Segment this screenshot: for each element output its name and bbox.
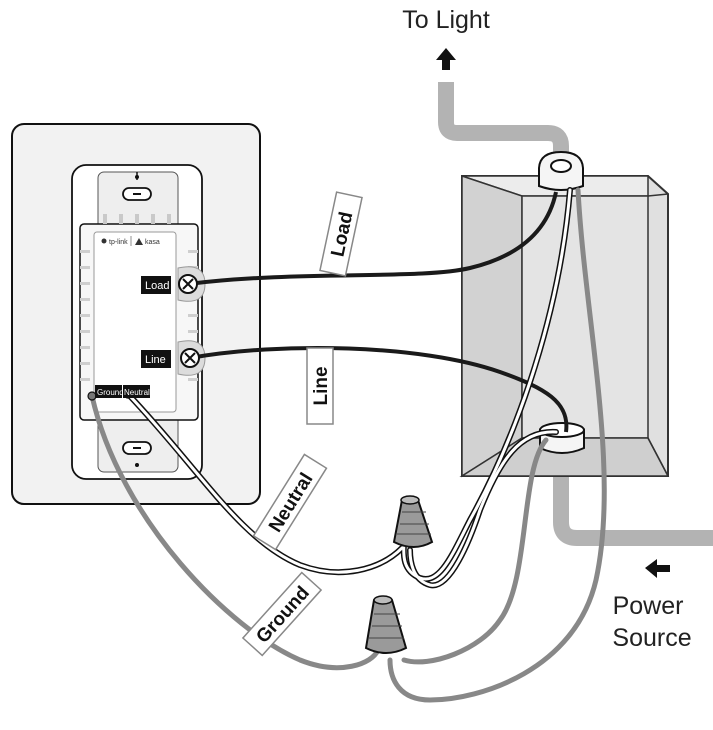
svg-text:Neutral: Neutral [124,388,150,397]
cable-to-light [438,82,569,165]
arrow-left-icon [645,559,670,578]
wire-load [187,191,558,286]
arrow-up-icon [436,48,456,70]
module-top-ridges [103,214,171,224]
tplink-logo-icon [101,238,107,244]
kasa-logo-icon [135,238,143,245]
wire-tag-neutral: Neutral [252,453,328,551]
cable-clamp-top [538,150,584,191]
label-source: Source [612,624,691,652]
brand-tplink: tp-link [109,239,128,246]
terminal-label-line: Line [141,350,171,368]
terminal-screw-icon [178,274,198,294]
wire-tag-load: Load [319,191,363,277]
terminal-screw-icon [180,348,200,368]
mount-slot-top [122,172,152,201]
wire-nut-icon [392,495,434,548]
terminal-label-load: Load [141,276,171,294]
switch-wall-plate: tp-link kasa [11,123,261,505]
brand-kasa: kasa [145,239,160,246]
wire-nut-icon [364,595,408,654]
svg-text:Ground: Ground [97,388,124,397]
svg-text:Line: Line [311,366,332,405]
wire-line [189,345,569,433]
svg-text:Load: Load [145,280,169,292]
mount-slot-bottom [122,441,152,467]
wire-tag-ground: Ground [241,571,323,657]
cable-power-source [553,432,713,546]
ground-terminal-icon [87,391,97,401]
wire-tag-line: Line [306,347,334,425]
label-power: Power [613,592,684,620]
terminal-label-ground: Ground [95,385,124,398]
label-to-light: To Light [402,6,490,34]
svg-text:Line: Line [145,354,166,366]
terminal-label-neutral: Neutral [123,385,150,398]
